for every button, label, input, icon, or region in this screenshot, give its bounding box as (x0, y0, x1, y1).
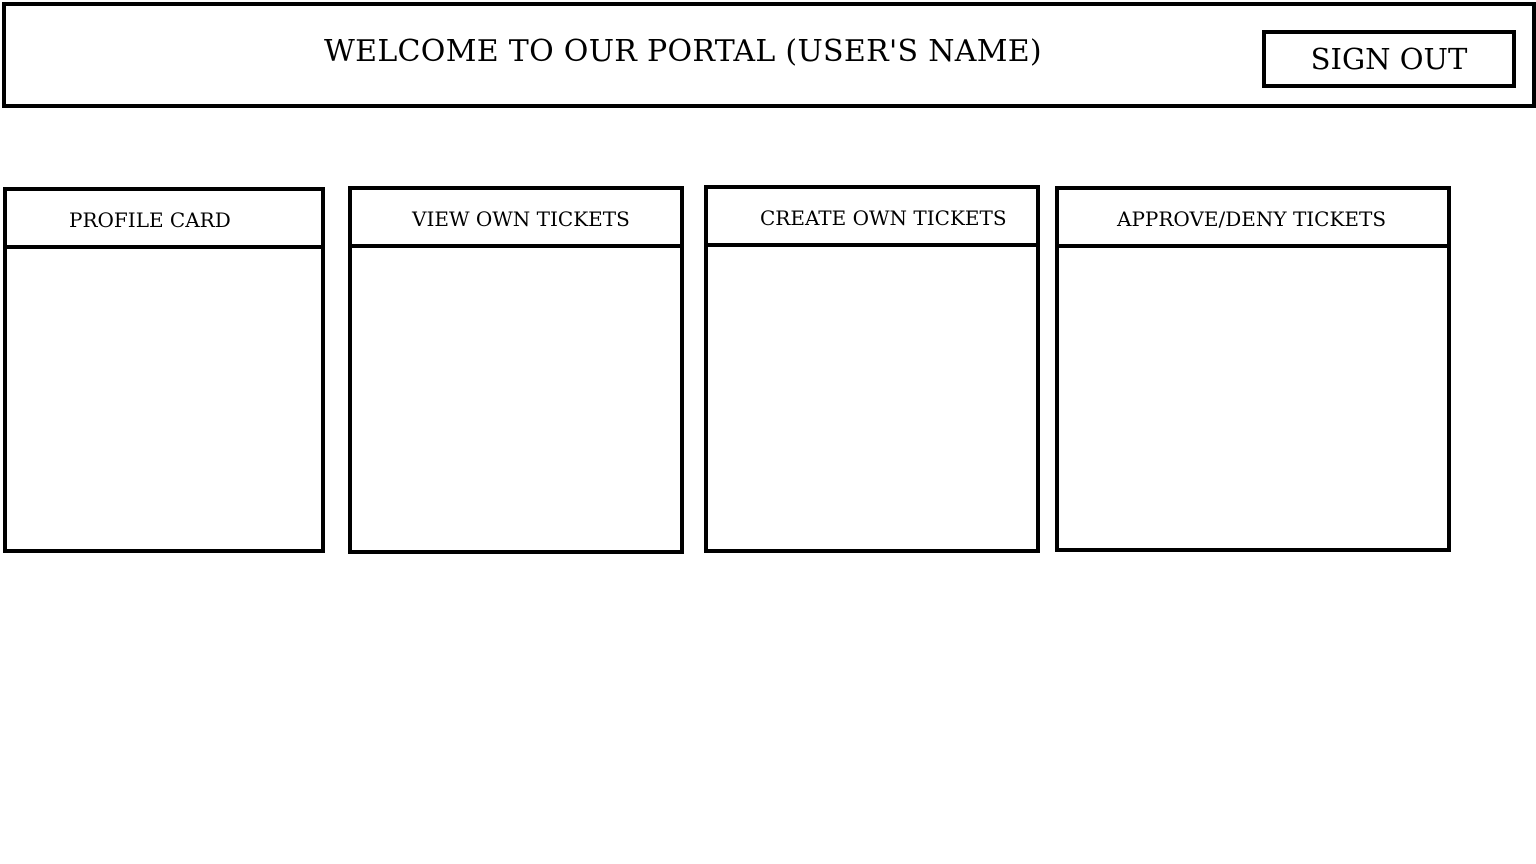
approve-deny-tickets-header: APPROVE/DENY TICKETS (1059, 190, 1447, 248)
view-own-tickets-header: VIEW OWN TICKETS (352, 190, 680, 248)
profile-card-panel[interactable]: PROFILE CARD (3, 187, 325, 553)
profile-card-header: PROFILE CARD (7, 191, 321, 249)
view-own-tickets-body (352, 248, 680, 548)
sign-out-button[interactable]: SIGN OUT (1262, 30, 1516, 88)
create-own-tickets-header: CREATE OWN TICKETS (708, 189, 1036, 247)
profile-card-body (7, 249, 321, 549)
approve-deny-tickets-panel[interactable]: APPROVE/DENY TICKETS (1055, 186, 1451, 552)
create-own-tickets-panel[interactable]: CREATE OWN TICKETS (704, 185, 1040, 553)
welcome-title: WELCOME TO OUR PORTAL (USER'S NAME) (324, 34, 1042, 69)
approve-deny-tickets-title: APPROVE/DENY TICKETS (1117, 207, 1387, 231)
view-own-tickets-title: VIEW OWN TICKETS (412, 207, 630, 231)
create-own-tickets-title: CREATE OWN TICKETS (760, 206, 1007, 230)
approve-deny-tickets-body (1059, 248, 1447, 548)
view-own-tickets-panel[interactable]: VIEW OWN TICKETS (348, 186, 684, 554)
header-bar: WELCOME TO OUR PORTAL (USER'S NAME) SIGN… (2, 2, 1536, 108)
create-own-tickets-body (708, 247, 1036, 547)
profile-card-title: PROFILE CARD (69, 208, 231, 232)
